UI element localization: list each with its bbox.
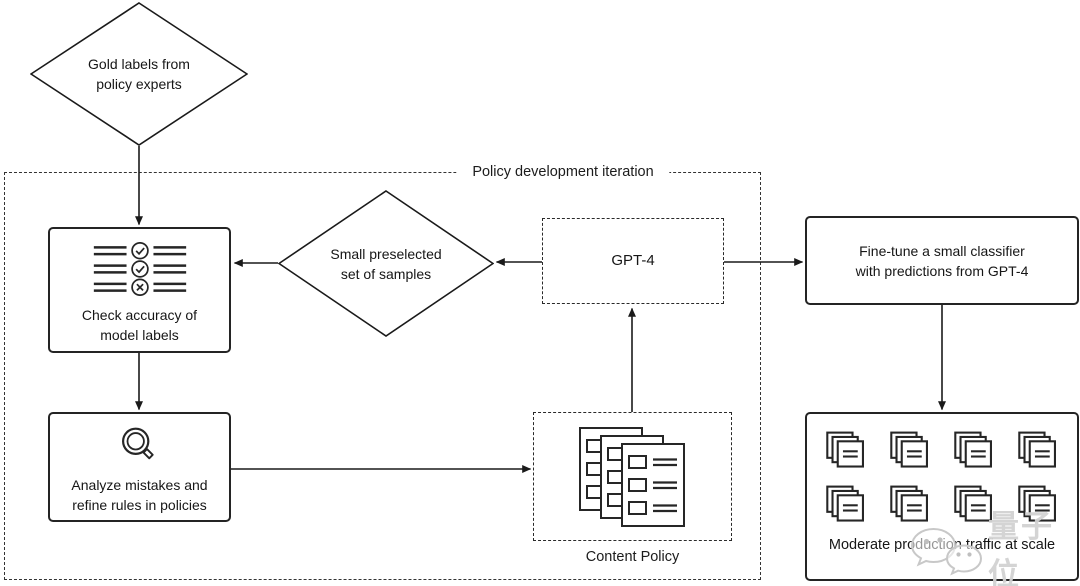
node-gold-labels: Gold labels from policy experts — [30, 2, 248, 146]
document-stack-icon — [1018, 485, 1058, 523]
check-accuracy-text: Check accuracy of model labels — [81, 307, 198, 343]
node-content-policy — [533, 412, 732, 541]
document-stack-icon — [826, 485, 866, 523]
node-check-accuracy: Check accuracy of model labels — [48, 227, 231, 353]
cross-circle-icon — [130, 278, 149, 297]
check-circle-icon — [130, 260, 149, 278]
policy-iteration-label: Policy development iteration — [456, 163, 670, 182]
analyze-text: Analyze mistakes and refine rules in pol… — [71, 477, 208, 513]
fine-tune-text: Fine-tune a small classifier with predic… — [855, 242, 1029, 279]
document-stack-icon — [954, 485, 994, 523]
node-gpt4: GPT-4 — [542, 218, 724, 304]
diamond-shape — [30, 2, 248, 146]
diamond-shape — [278, 190, 494, 337]
small-samples-text: Small preselected set of samples — [330, 245, 442, 282]
moderate-text: Moderate production traffic at scale — [828, 537, 1056, 553]
document-stack-icon — [890, 485, 930, 523]
node-moderate: Moderate production traffic at scale — [805, 412, 1079, 581]
checklist-icon — [90, 241, 190, 297]
node-small-samples: Small preselected set of samples — [278, 190, 494, 337]
document-stack-icon — [890, 431, 930, 469]
check-circle-icon — [130, 241, 149, 260]
node-analyze: Analyze mistakes and refine rules in pol… — [48, 412, 231, 522]
magnifier-icon — [119, 426, 161, 468]
gpt4-text: GPT-4 — [611, 252, 655, 269]
moderate-icon-grid — [826, 431, 1058, 523]
document-stack-icon — [826, 431, 866, 469]
policy-iteration-container — [4, 172, 761, 580]
content-policy-caption: Content Policy — [585, 549, 680, 565]
node-fine-tune: Fine-tune a small classifier with predic… — [805, 216, 1079, 305]
documents-icon — [577, 426, 689, 527]
document-stack-icon — [1018, 431, 1058, 469]
document-stack-icon — [954, 431, 994, 469]
gold-labels-text: Gold labels from policy experts — [88, 56, 190, 92]
